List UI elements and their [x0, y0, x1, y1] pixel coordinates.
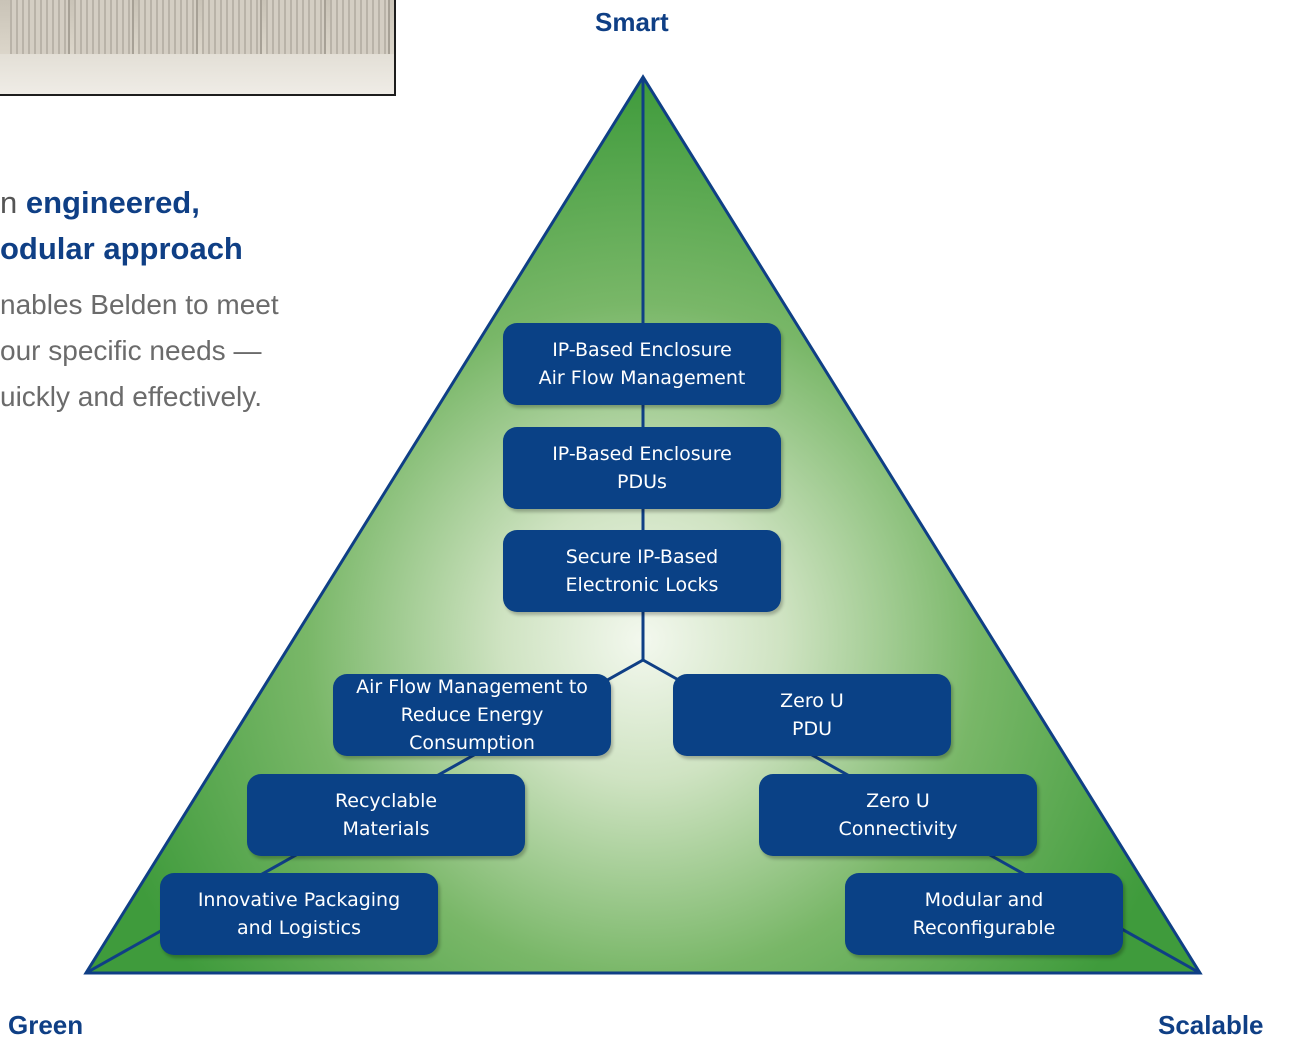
label-green: Green — [8, 1010, 84, 1040]
box-zero-u-connectivity: Zero U Connectivity — [759, 774, 1037, 856]
box-airflow-energy: Air Flow Management to Reduce Energy Con… — [333, 674, 611, 756]
heading: n engineered, odular approach — [0, 180, 420, 272]
heading-light: n — [0, 185, 26, 220]
paragraph-line: uickly and effectively. — [0, 381, 262, 412]
body-paragraph: nables Belden to meet our specific needs… — [0, 282, 400, 420]
box-recyclable-materials: Recyclable Materials — [247, 774, 525, 856]
label-smart: Smart — [595, 7, 669, 37]
rack-image — [74, 0, 134, 64]
triangle-outline — [83, 74, 1203, 975]
rack-image — [266, 0, 326, 64]
rack-image — [202, 0, 262, 64]
box-modular-reconfigurable: Modular and Reconfigurable — [845, 873, 1123, 955]
box-electronic-locks: Secure IP-Based Electronic Locks — [503, 530, 781, 612]
box-ip-airflow: IP-Based Enclosure Air Flow Management — [503, 323, 781, 405]
heading-bold-1: engineered, — [25, 185, 200, 220]
paragraph-line: nables Belden to meet — [0, 289, 279, 320]
data-center-photo — [0, 0, 396, 96]
box-ip-pdus: IP-Based Enclosure PDUs — [503, 427, 781, 509]
rack-image — [10, 0, 70, 64]
paragraph-line: our specific needs — — [0, 335, 262, 366]
floor-image — [0, 54, 394, 94]
box-innovative-packaging: Innovative Packaging and Logistics — [160, 873, 438, 955]
label-scalable: Scalable — [1158, 1010, 1264, 1040]
rack-image — [330, 0, 390, 64]
heading-bold-2: odular approach — [0, 231, 243, 266]
box-zero-u-pdu: Zero U PDU — [673, 674, 951, 756]
rack-image — [138, 0, 198, 64]
